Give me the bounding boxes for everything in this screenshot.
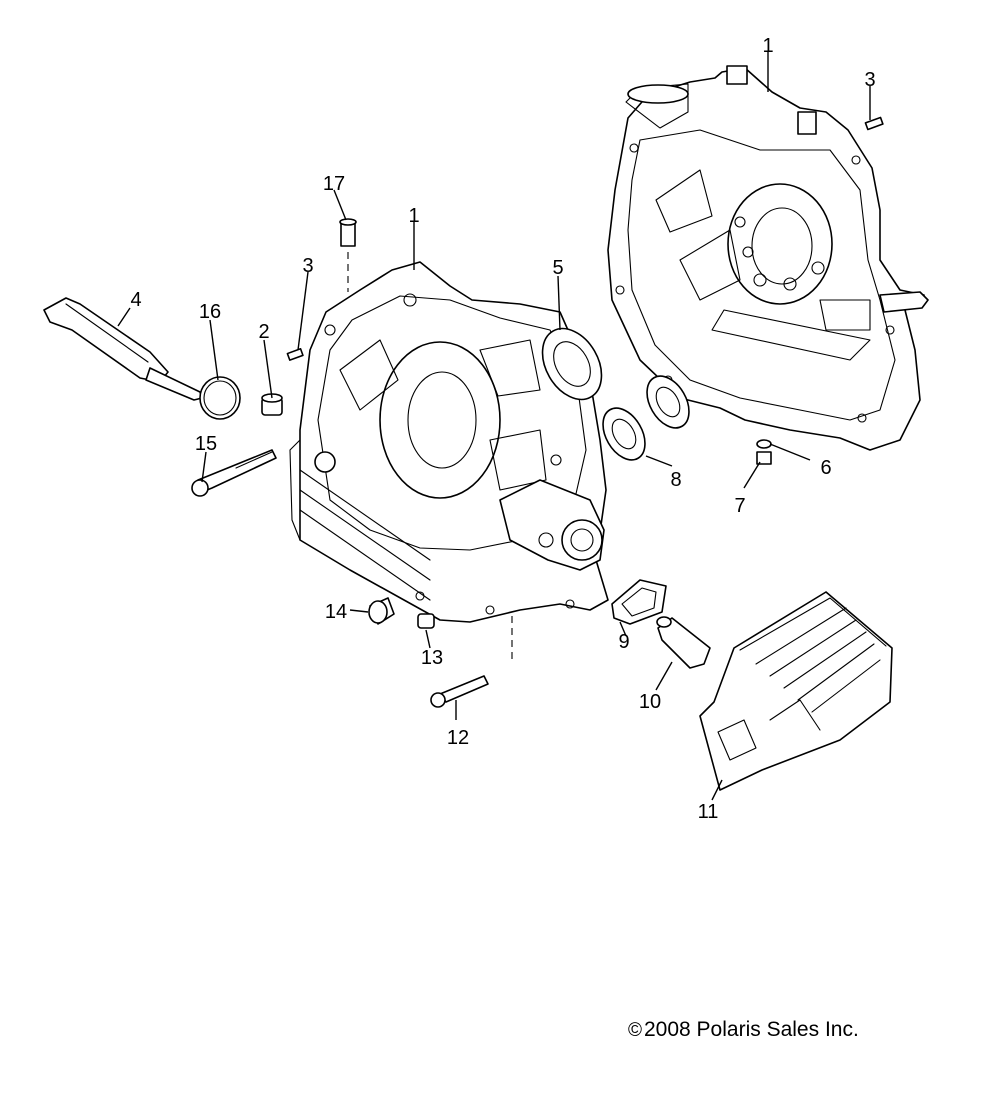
finned-cover-11: [699, 591, 893, 791]
left-crankcase-half: [289, 261, 609, 623]
copyright-symbol: ©: [628, 1020, 642, 1041]
callout-2: 2: [258, 321, 269, 343]
callout-5: 5: [552, 257, 563, 279]
leader-lines: [117, 52, 871, 801]
bolt-15: [191, 449, 277, 497]
callout-8: 8: [670, 469, 681, 491]
bolt-17: [339, 218, 357, 292]
fitting-10: [656, 616, 711, 669]
copyright-notice: ©2008 Polaris Sales Inc.: [628, 1018, 859, 1042]
callout-13: 13: [421, 647, 443, 669]
plug-14: [368, 597, 395, 625]
callout-15: 15: [195, 433, 217, 455]
callout-7: 7: [734, 495, 745, 517]
dowel-pin-left: [286, 347, 304, 361]
callout-14: 14: [325, 601, 347, 623]
plug-7: [756, 451, 772, 465]
callout-12: 12: [447, 727, 469, 749]
plug-13: [417, 613, 435, 629]
copyright-text: 2008 Polaris Sales Inc.: [644, 1018, 859, 1041]
callout-9: 9: [618, 631, 629, 653]
callout-1-right-case: 1: [762, 35, 773, 57]
gasket-9: [611, 579, 667, 625]
dipstick-4: [43, 297, 203, 401]
washer-6: [756, 439, 772, 449]
callout-10: 10: [639, 691, 661, 713]
callout-1-left-case: 1: [408, 205, 419, 227]
dowel-pin-right: [864, 116, 884, 131]
bearing-5: [541, 327, 603, 401]
bolt-12: [430, 616, 513, 708]
callout-11: 11: [698, 801, 719, 823]
callout-3-right: 3: [864, 69, 875, 91]
callout-16: 16: [199, 301, 221, 323]
bearing-8-right: [646, 375, 690, 429]
callout-3-left: 3: [302, 255, 313, 277]
o-ring-16: [199, 376, 241, 420]
right-crankcase-half: [607, 65, 929, 451]
bearing-8-left: [602, 407, 646, 461]
callout-labels: 1 3 17 1 3 4 16 2 5 15 8 6 7 14 9 13 10 …: [130, 35, 875, 823]
callout-17: 17: [323, 173, 345, 195]
callout-4: 4: [130, 289, 141, 311]
callout-6: 6: [820, 457, 831, 479]
